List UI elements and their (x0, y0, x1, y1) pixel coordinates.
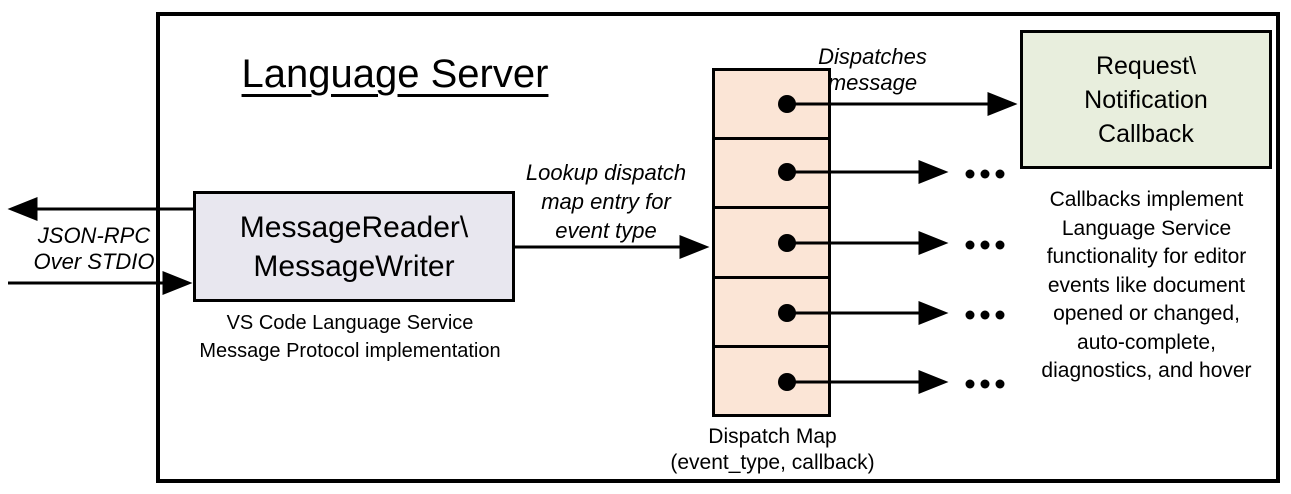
dispatch-map-cell (715, 275, 828, 345)
dispatch-map-cell (715, 344, 828, 414)
dispatch-map-caption: Dispatch Map (event_type, callback) (670, 425, 875, 474)
dispatches-message-label: Dispatches message (818, 44, 927, 95)
message-handler-caption: VS Code Language Service Message Protoco… (199, 312, 501, 362)
language-server-container-box (156, 12, 1280, 483)
dispatch-map-cell (715, 137, 828, 206)
lookup-dispatch-label: Lookup dispatch map entry for event type (525, 160, 687, 243)
callbacks-note: Callbacks implement Language Service fun… (1041, 188, 1252, 382)
dispatch-map-cell (715, 206, 828, 275)
dispatch-map-box (712, 68, 831, 417)
json-rpc-stdio-label: JSON-RPC Over STDIO (33, 223, 155, 274)
diagram-title: Language Server (241, 52, 549, 96)
dispatch-map-cell (715, 71, 828, 137)
request-notification-callback-box: Request\ Notification Callback (1020, 30, 1272, 169)
message-reader-writer-box: MessageReader\ MessageWriter (193, 191, 515, 302)
